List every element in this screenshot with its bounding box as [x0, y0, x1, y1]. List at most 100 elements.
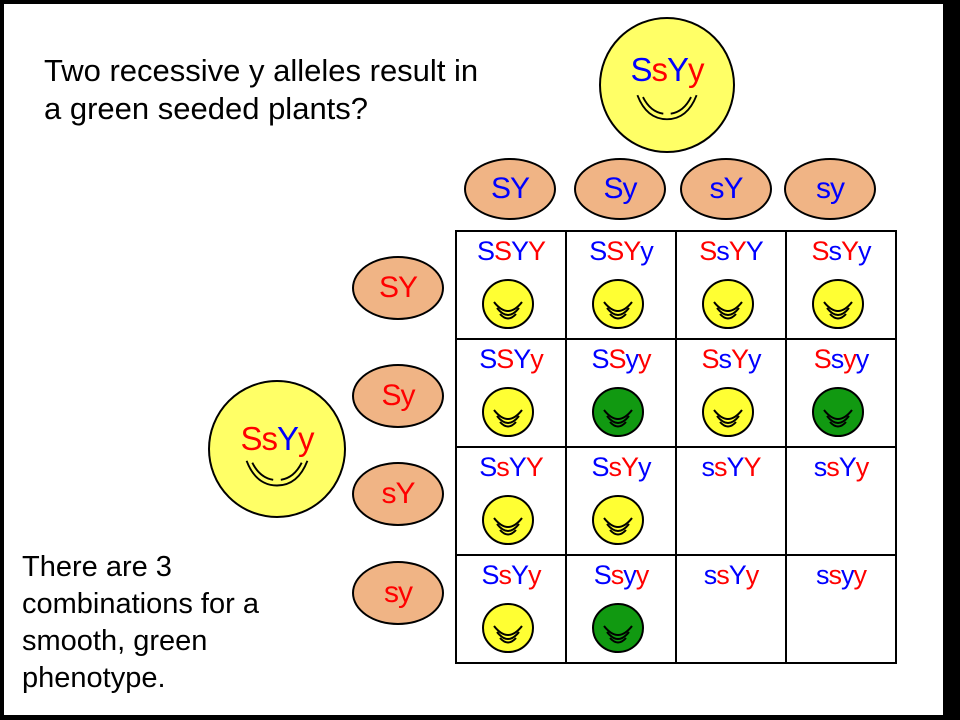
allele-letter: Y [841, 236, 859, 266]
punnett-cell: SsYy [677, 340, 785, 446]
allele-letter: Y [525, 452, 544, 482]
cell-genotype: ssYY [677, 452, 785, 483]
cell-genotype: SSYY [457, 236, 565, 267]
allele-letter: s [816, 172, 831, 205]
allele-letter: y [688, 51, 704, 88]
allele-letter: y [830, 172, 845, 205]
green-seed-icon [812, 387, 864, 437]
allele-letter: y [400, 379, 416, 412]
allele-letter: y [640, 236, 653, 266]
offspring-seed [481, 386, 535, 438]
allele-letter: S [493, 236, 512, 266]
offspring-seed [481, 278, 535, 330]
yellow-seed-icon [482, 279, 534, 329]
cell-genotype: Ssyy [787, 344, 895, 375]
allele-letter: s [608, 452, 622, 482]
allele-letter: s [830, 344, 844, 374]
punnett-cell: SsYy [457, 556, 565, 662]
offspring-seed [481, 494, 535, 546]
allele-letter: Y [728, 560, 747, 590]
cell-genotype: ssYy [677, 560, 785, 591]
conclusion-text: There are 3 combinations for a smooth, g… [22, 551, 259, 694]
allele-letter: y [638, 344, 651, 374]
allele-letter: Y [723, 172, 743, 205]
parent-top-genotype: SsYy [601, 51, 733, 89]
punnett-cell: SsYY [457, 448, 565, 554]
allele-letter: s [261, 420, 278, 457]
cell-genotype: SSyy [567, 344, 675, 375]
allele-letter: Y [395, 477, 415, 510]
allele-letter: Y [277, 420, 299, 457]
slide: Two recessive y alleles result in a gree… [4, 4, 943, 715]
allele-letter: S [593, 560, 612, 590]
yellow-seed-icon [482, 495, 534, 545]
parent-left-genotype: SsYy [210, 420, 344, 458]
allele-letter: y [622, 172, 638, 205]
cell-genotype: Ssyy [567, 560, 675, 591]
allele-letter: y [528, 560, 541, 590]
allele-letter: s [651, 51, 668, 88]
allele-letter: Y [511, 236, 529, 266]
allele-letter: Y [667, 51, 689, 88]
cell-genotype: SsYy [567, 452, 675, 483]
offspring-seed [811, 278, 865, 330]
allele-letter: y [398, 576, 413, 609]
allele-letter: Y [528, 236, 546, 266]
offspring-seed [591, 386, 645, 438]
allele-letter: S [479, 452, 497, 482]
allele-letter: s [713, 452, 727, 482]
punnett-cell: SSYy [457, 340, 565, 446]
offspring-seed [591, 602, 645, 654]
punnett-cell: SsYy [787, 232, 895, 338]
allele-letter: y [855, 452, 869, 482]
punnett-cell: SSYy [567, 232, 675, 338]
seed-wrinkle-icon [245, 460, 309, 487]
punnett-cell: SSYY [457, 232, 565, 338]
cell-genotype: SsYY [677, 236, 785, 267]
allele-letter: s [716, 560, 729, 590]
yellow-seed-icon [702, 387, 754, 437]
allele-letter: S [630, 51, 652, 88]
allele-letter: S [479, 344, 497, 374]
yellow-seed-icon [592, 495, 644, 545]
allele-letter: Y [623, 236, 641, 266]
cell-genotype: ssYy [787, 452, 895, 483]
green-seed-icon [592, 387, 644, 437]
allele-letter: y [748, 344, 761, 374]
allele-letter: y [298, 420, 314, 457]
punnett-cell: ssyy [787, 556, 895, 662]
cell-genotype: SSYy [457, 344, 565, 375]
allele-letter: S [606, 236, 624, 266]
allele-letter: S [603, 172, 623, 205]
offspring-seed [591, 494, 645, 546]
punnett-cell: ssYY [677, 448, 785, 554]
allele-letter: Y [513, 344, 531, 374]
yellow-seed-icon [812, 279, 864, 329]
yellow-seed-icon [482, 387, 534, 437]
allele-letter: s [709, 172, 724, 205]
allele-letter: Y [508, 452, 527, 482]
allele-letter: s [701, 452, 714, 482]
punnett-cell: SsYY [677, 232, 785, 338]
cell-genotype: SSYy [567, 236, 675, 267]
punnett-cell: SSyy [567, 340, 675, 446]
allele-letter: Y [838, 452, 857, 482]
allele-letter: s [828, 236, 842, 266]
allele-letter: S [496, 344, 514, 374]
punnett-cell: SsYy [567, 448, 675, 554]
allele-letter: y [625, 344, 639, 374]
allele-letter: y [623, 560, 636, 590]
allele-letter: Y [728, 236, 747, 266]
question-text: Two recessive y alleles result in a gree… [44, 53, 479, 126]
allele-letter: s [716, 236, 729, 266]
allele-letter: Y [510, 172, 530, 205]
cell-genotype: SsYy [457, 560, 565, 591]
allele-letter: Y [745, 236, 764, 266]
